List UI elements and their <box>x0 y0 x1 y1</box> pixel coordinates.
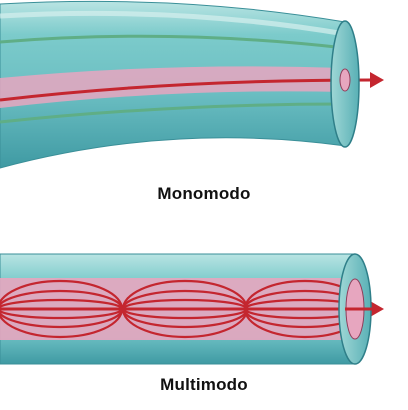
multi-mode-caption: Multimodo <box>160 375 248 394</box>
single-mode-light-ray <box>0 78 373 102</box>
single-mode-upper-band <box>0 34 346 50</box>
multi-mode-fiber-diagram <box>0 240 408 375</box>
single-mode-fiber-illustration <box>0 0 384 169</box>
single-mode-caption: Monomodo <box>157 184 251 203</box>
multi-mode-fiber-illustration <box>0 253 384 365</box>
single-mode-core <box>0 66 345 108</box>
single-mode-fiber-diagram <box>0 0 408 180</box>
single-mode-ray-arrowhead <box>370 72 384 88</box>
single-mode-lower-band <box>0 102 346 124</box>
